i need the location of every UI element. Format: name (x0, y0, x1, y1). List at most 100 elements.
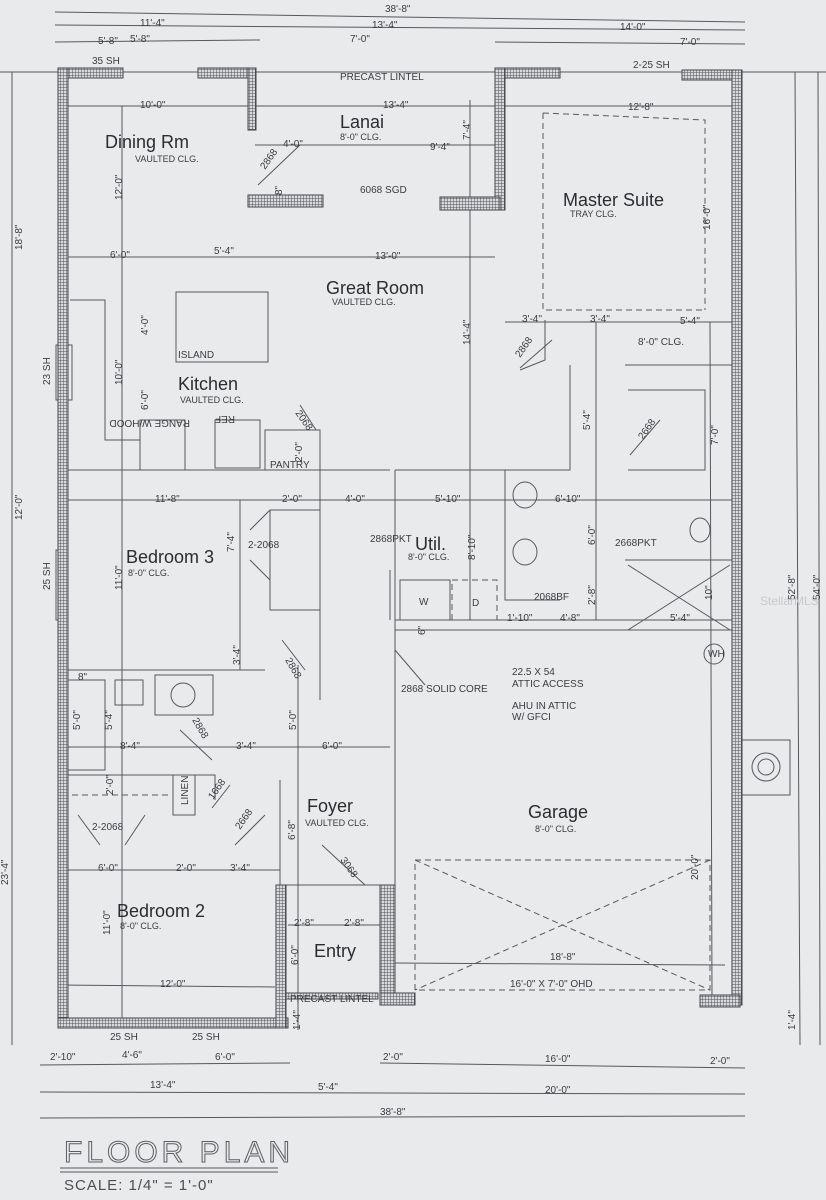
dimension-label: 3'-4" (230, 863, 250, 874)
watermark: StellarMLS (760, 594, 819, 608)
room-name-bedroom-3: Bedroom 3 (126, 547, 214, 567)
room-ceiling-bedroom-2: 8'-0" CLG. (120, 921, 161, 931)
dimension-label: 8'-4" (120, 741, 140, 752)
dimension-label: 12'-8" (628, 102, 654, 113)
dimension-label: 12'-0" (160, 979, 186, 990)
dimension-label: 2868 SOLID CORE (401, 684, 488, 695)
dimension-label: 12'-0" (114, 174, 125, 200)
dimension-label: AHU IN ATTIC (512, 701, 576, 712)
dimension-label: ATTIC ACCESS (512, 679, 584, 690)
dimension-label: 8'-0" CLG. (638, 337, 684, 348)
dimension-label: 6'-0" (322, 741, 342, 752)
dimension-label: 2068BF (534, 592, 569, 603)
dimension-label: 5'-4" (680, 316, 700, 327)
dimension-label: 2'-0" (294, 442, 305, 462)
dimension-label: 3'-4" (590, 314, 610, 325)
dimension-label: 6'-0" (110, 250, 130, 261)
dimension-label: 35 SH (92, 56, 120, 67)
room-name-entry: Entry (314, 941, 356, 961)
dimension-label: 2868 (282, 656, 303, 681)
dimension-label: 16'-0" (545, 1054, 571, 1065)
dimension-label: 3'-4" (522, 314, 542, 325)
dimension-label: 7'-0" (710, 425, 721, 445)
room-labels: Dining Rm VAULTED CLG. Lanai 8'-0" CLG. … (105, 112, 664, 961)
dimension-label: 20'-0" (690, 854, 701, 880)
dimension-label: ISLAND (178, 350, 214, 361)
dimension-label: 2868PKT (370, 534, 412, 545)
room-name-foyer: Foyer (307, 796, 353, 816)
room-ceiling-master-suite: TRAY CLG. (570, 209, 617, 219)
dimension-label: 52'-8" (787, 574, 798, 600)
dimension-label: 1'-10" (507, 613, 533, 624)
dimension-label: 16'-0" (702, 204, 713, 230)
dimension-label: 14'-0" (620, 22, 646, 33)
dimension-label: 38'-8" (385, 4, 411, 15)
dimension-label: 2'-10" (50, 1052, 76, 1063)
dimension-label: 23 SH (42, 357, 53, 385)
dimension-label: 6'-8" (287, 820, 298, 840)
dimension-label: 10'-0" (140, 100, 166, 111)
dimension-label: 8'-10" (467, 534, 478, 560)
dimension-label: 7'-0" (350, 34, 370, 45)
room-ceiling-utility: 8'-0" CLG. (408, 552, 449, 562)
dimension-label: 5'-0" (288, 710, 299, 730)
dimension-label: 3'-4" (232, 645, 243, 665)
dimension-label: 2'-0" (105, 775, 116, 795)
dimension-label: 2'-0" (710, 1056, 730, 1067)
dimension-label: 2668 (636, 417, 658, 442)
room-name-bedroom-2: Bedroom 2 (117, 901, 205, 921)
dimension-label: 16'-0" X 7'-0" OHD (510, 979, 593, 990)
room-ceiling-foyer: VAULTED CLG. (305, 818, 369, 828)
dimension-label: 4'-0" (283, 139, 303, 150)
dimension-label: 7'-4" (226, 532, 237, 552)
dimension-label: 7'-4" (462, 120, 473, 140)
dimension-label: PRECAST LINTEL (340, 72, 424, 83)
room-name-kitchen: Kitchen (178, 374, 238, 394)
dimension-label: 6068 SGD (360, 185, 407, 196)
plan-title: FLOOR PLAN (64, 1136, 294, 1169)
dimension-label: 11'-0" (114, 565, 125, 590)
dimension-label: PANTRY (270, 460, 310, 471)
dimension-label: 2'-8" (587, 585, 598, 605)
dimension-label: 11'-4" (140, 18, 165, 29)
dimension-label: 2'-8" (294, 918, 314, 929)
room-name-master-suite: Master Suite (563, 190, 664, 210)
dimension-label: 12'-0" (14, 494, 25, 520)
room-name-utility: Util. (415, 534, 446, 554)
dimension-label: 2'-8" (344, 918, 364, 929)
room-ceiling-bedroom-3: 8'-0" CLG. (128, 568, 169, 578)
dimension-label: 5'-10" (435, 494, 461, 505)
dimension-label: 5'-4" (214, 246, 234, 257)
dimension-label: 38'-8" (380, 1107, 406, 1118)
dimension-label: 54'-0" (812, 574, 823, 600)
dimension-label: RANGE W/HOOD (109, 417, 190, 428)
dimension-label: 23'-4" (0, 859, 11, 885)
room-ceiling-lanai: 8'-0" CLG. (340, 132, 381, 142)
dimension-label: 13'-4" (383, 100, 409, 111)
dimension-label: 9'-4" (430, 142, 450, 153)
room-ceiling-kitchen: VAULTED CLG. (180, 395, 244, 405)
dimension-label: 10" (704, 585, 715, 600)
dimension-label: 5'-4" (582, 410, 593, 430)
room-name-lanai: Lanai (340, 112, 384, 132)
dimension-label: 5'-8" (98, 36, 118, 47)
dimension-label: 7'-0" (680, 37, 700, 48)
dimension-label: 25 SH (192, 1032, 220, 1043)
dimension-label: 2'-0" (282, 494, 302, 505)
dimension-label: 2868 (189, 716, 210, 741)
dimension-label: 1668 (206, 777, 228, 802)
dimension-label: 2668PKT (615, 538, 657, 549)
dimension-label: 25 SH (42, 562, 53, 590)
dimension-label: 2868 (258, 147, 280, 172)
dimension-label: 13'-0" (375, 251, 401, 262)
dimension-label: LINEN (180, 776, 191, 805)
dimension-label: 6'-0" (98, 863, 118, 874)
dimension-label: WH (708, 649, 725, 660)
dimension-label: 10'-0" (114, 359, 125, 385)
dimension-label: 18'-8" (14, 224, 25, 250)
dimension-label: 6'-0" (290, 945, 301, 965)
room-name-dining: Dining Rm (105, 132, 189, 152)
dimension-label: 5'-8" (130, 34, 150, 45)
dimension-label: W (419, 597, 429, 608)
